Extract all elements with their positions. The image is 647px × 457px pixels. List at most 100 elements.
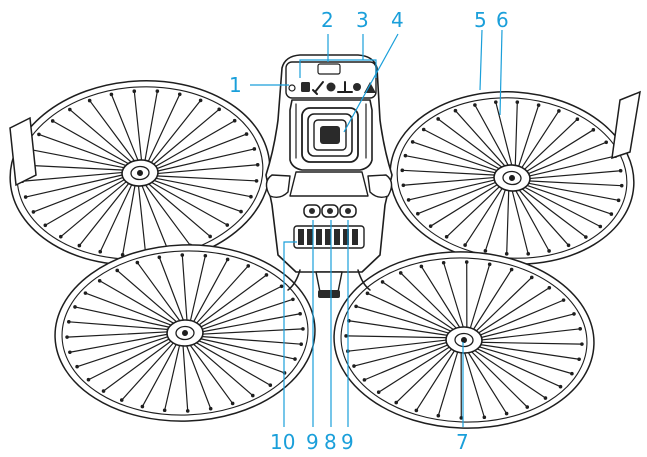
propeller-blade: [524, 181, 620, 201]
propeller-blade: [468, 348, 528, 408]
propeller-blade: [521, 118, 578, 173]
callout-10: 10: [270, 430, 295, 454]
propeller-blade: [430, 182, 501, 227]
callout-1: 1: [229, 73, 242, 97]
callout-7: 7: [456, 430, 469, 454]
propeller-blade: [463, 349, 485, 418]
air-vents: [293, 225, 365, 249]
propeller-blade: [151, 120, 236, 169]
propeller-blade: [153, 148, 255, 173]
right-antenna: [611, 90, 641, 160]
propeller-group: [9, 80, 641, 429]
propeller-blade: [153, 164, 259, 175]
callout-9-left: 9: [306, 430, 319, 454]
propeller-blade: [525, 180, 623, 187]
propeller-blade: [477, 341, 583, 345]
callout-4: 4: [391, 8, 404, 32]
propeller-blade: [518, 186, 587, 238]
propeller-blade: [133, 90, 143, 164]
propeller-blade: [198, 313, 301, 333]
left-antenna: [9, 116, 37, 187]
propeller-blade: [353, 341, 451, 367]
propeller-blade: [146, 93, 181, 165]
propeller-blade: [60, 178, 130, 238]
propeller-blade: [466, 261, 468, 331]
propeller-blade: [149, 178, 242, 213]
propeller-blade: [32, 175, 128, 213]
camera-lens: [320, 126, 340, 144]
propeller-blade: [520, 185, 601, 228]
propeller-blade: [474, 345, 573, 375]
propeller-blade: [347, 339, 451, 352]
tool-icon: [312, 81, 324, 95]
propeller-blade: [468, 263, 491, 332]
drone-body: [265, 54, 393, 298]
callout-labels: 1 2 3 4 5 6 7 8 9 9 10: [229, 8, 509, 454]
propeller-blade: [164, 341, 181, 411]
propeller-blade: [477, 313, 575, 339]
propeller-blade: [437, 118, 506, 170]
leader-5: [479, 29, 483, 91]
callout-2: 2: [321, 8, 334, 32]
propeller-blade: [345, 335, 451, 339]
propeller-blade: [69, 108, 135, 165]
propeller-blade: [87, 336, 173, 381]
propeller-blade: [196, 337, 296, 360]
propeller-blade: [475, 287, 550, 336]
propeller-blade: [147, 180, 228, 226]
propeller-blade: [423, 128, 504, 171]
propeller-blade: [76, 334, 172, 368]
propeller-blade: [66, 331, 172, 338]
propeller-blade: [348, 320, 452, 337]
propeller-blade: [84, 292, 176, 328]
propeller-blade: [116, 269, 180, 325]
propeller-blade: [363, 342, 452, 381]
propeller-blade: [495, 101, 514, 169]
propeller-blade: [68, 321, 173, 331]
callout-3: 3: [356, 8, 369, 32]
propeller-blade: [402, 176, 499, 186]
downward-sensors: [303, 204, 357, 218]
propeller-blade: [443, 262, 465, 331]
propeller-blade: [471, 268, 513, 333]
propeller-blade: [197, 285, 283, 330]
propeller-blade: [446, 183, 503, 238]
propeller-blade: [143, 90, 158, 164]
propeller-blade: [151, 176, 252, 198]
propeller-blade: [110, 93, 140, 164]
propeller-blade: [417, 180, 500, 215]
propeller-blade: [69, 333, 172, 353]
battery-icon: [301, 82, 310, 92]
propeller-blade: [415, 347, 457, 412]
propeller-front-right: [389, 91, 635, 265]
propeller-blade: [473, 346, 562, 388]
propeller-blade: [194, 338, 286, 374]
callout-5: 5: [474, 8, 487, 32]
propeller-blade: [28, 148, 129, 170]
propeller-blade: [381, 281, 457, 333]
propeller-blade: [158, 256, 186, 324]
gear-icon: [326, 82, 336, 92]
propeller-blade: [150, 108, 220, 168]
propeller-blade: [145, 181, 211, 238]
propeller-blade: [476, 299, 565, 338]
propeller-blade: [355, 305, 454, 335]
propeller-blade: [517, 104, 540, 170]
propeller-blade: [510, 187, 529, 255]
propeller-blade: [99, 181, 134, 253]
propeller-blade: [192, 340, 271, 386]
propeller-blade: [484, 186, 507, 252]
propeller-blade: [122, 182, 137, 256]
propeller-blade: [181, 254, 188, 324]
propeller-blade: [466, 349, 508, 415]
propeller-blade: [378, 344, 453, 393]
propeller-blade: [195, 274, 268, 328]
callout-9-right: 9: [341, 430, 354, 454]
status-icons: [288, 81, 376, 95]
propeller-blade: [190, 341, 254, 397]
propeller-blade: [193, 265, 249, 327]
propeller-blade: [189, 255, 206, 325]
propeller-blade: [44, 177, 129, 226]
propeller-blade: [516, 186, 570, 246]
